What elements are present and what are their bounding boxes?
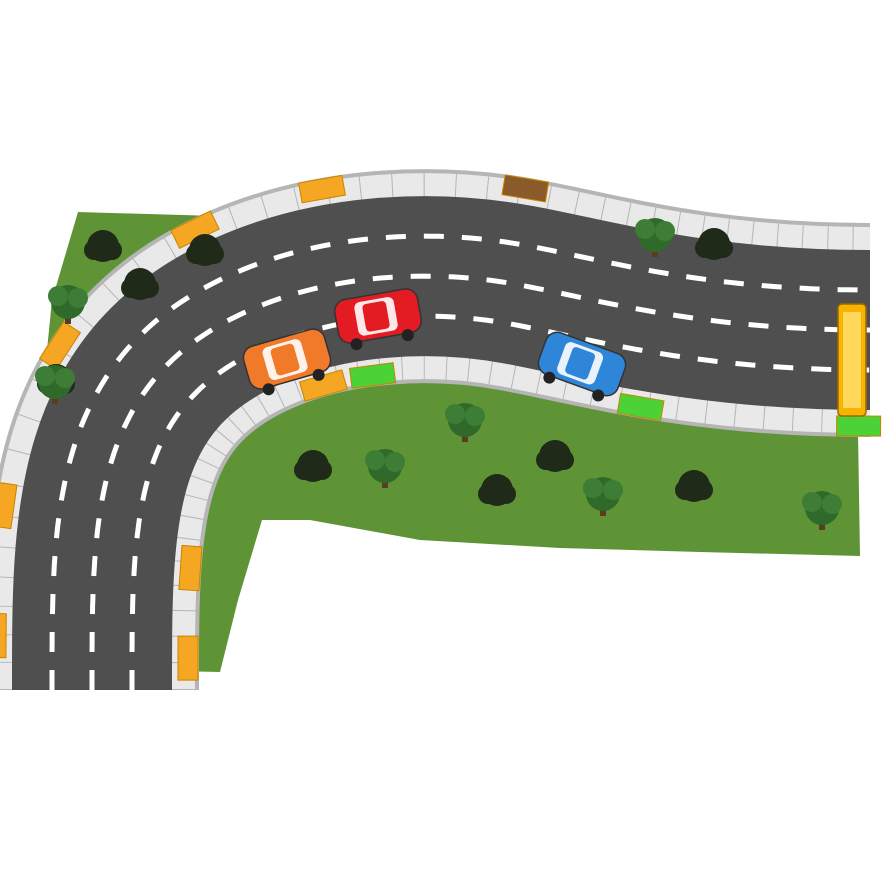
barrier [178, 544, 203, 592]
bush-icon [536, 440, 574, 472]
barrier [0, 481, 18, 530]
bush-icon [294, 450, 332, 482]
bush-icon [186, 234, 224, 266]
tree-icon [35, 365, 75, 404]
tree-icon [802, 491, 842, 530]
bush-icon [695, 228, 733, 260]
tree-icon [445, 403, 485, 442]
barrier [501, 174, 550, 203]
bush-icon [675, 470, 713, 502]
tree-icon [365, 449, 405, 488]
yellow-bus [837, 303, 867, 417]
blue-car [537, 331, 627, 402]
tree-icon [635, 218, 675, 257]
barrier [348, 362, 397, 389]
barrier [0, 613, 7, 659]
barrier [177, 635, 199, 681]
red-car [333, 288, 423, 351]
vegetation [35, 218, 842, 530]
lane-markings [49, 233, 871, 690]
orange-car [242, 328, 332, 396]
bush-icon [84, 230, 122, 262]
barrier [836, 415, 882, 437]
bush-icon [121, 268, 159, 300]
lane-divider [49, 233, 871, 690]
bush-icon [478, 474, 516, 506]
barrier [298, 174, 346, 204]
vehicles [242, 288, 867, 417]
tree-icon [583, 477, 623, 516]
barrier [616, 392, 665, 422]
barrier [38, 321, 82, 371]
lane-divider [89, 273, 870, 690]
roadside-barriers [0, 174, 882, 681]
tree-icon [48, 285, 88, 324]
